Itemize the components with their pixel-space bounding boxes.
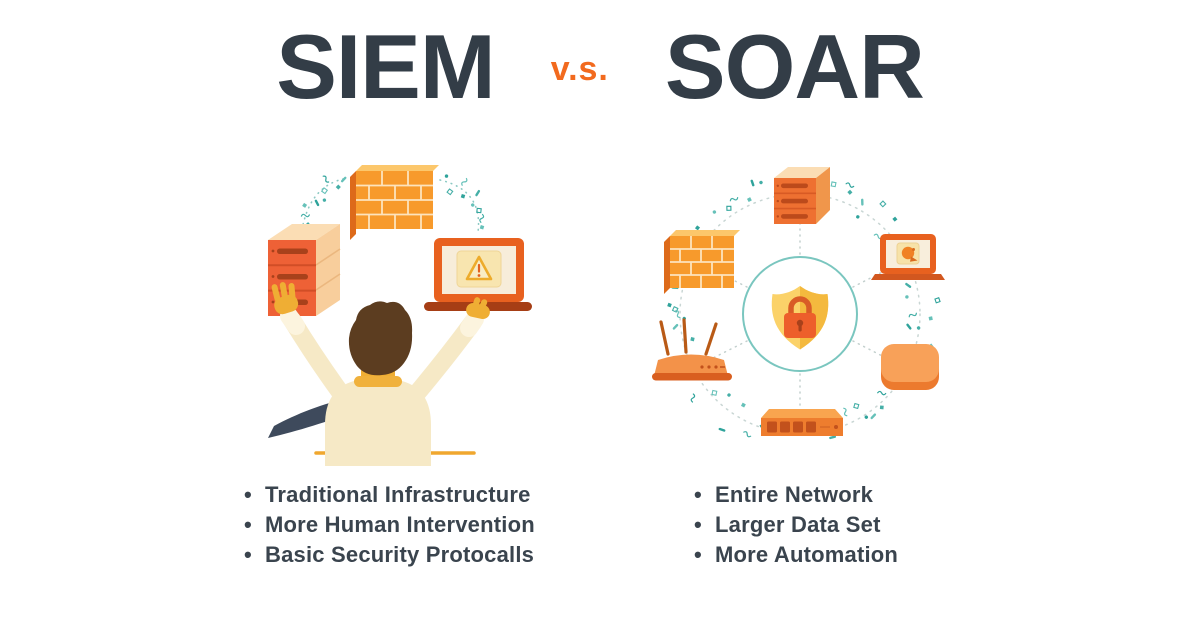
firewall-icon — [350, 165, 439, 240]
shield-lock-icon — [742, 256, 858, 372]
list-item: More Automation — [693, 540, 898, 570]
soar-title: SOAR — [664, 17, 925, 118]
analyst-figure — [268, 282, 490, 466]
siem-bullet-list: Traditional Infrastructure More Human In… — [243, 480, 535, 570]
siem-illustration — [268, 165, 532, 466]
list-item: Basic Security Protocalls — [243, 540, 535, 570]
page-title: SIEM v.s. SOAR — [0, 22, 1200, 113]
soar-bullet-list: Entire Network Larger Data Set More Auto… — [693, 480, 898, 570]
list-item: Entire Network — [693, 480, 898, 510]
vs-label: v.s. — [550, 50, 609, 88]
access-point-icon — [881, 344, 939, 390]
firewall-icon — [664, 230, 740, 294]
data-flow-arcs — [300, 174, 485, 233]
server-icon — [774, 167, 830, 224]
router-icon — [652, 318, 732, 381]
switch-icon — [761, 409, 843, 436]
list-item: Traditional Infrastructure — [243, 480, 535, 510]
list-item: More Human Intervention — [243, 510, 535, 540]
siem-title: SIEM — [276, 17, 495, 118]
soar-illustration — [652, 167, 945, 440]
list-item: Larger Data Set — [693, 510, 898, 540]
laptop-icon — [871, 234, 945, 280]
